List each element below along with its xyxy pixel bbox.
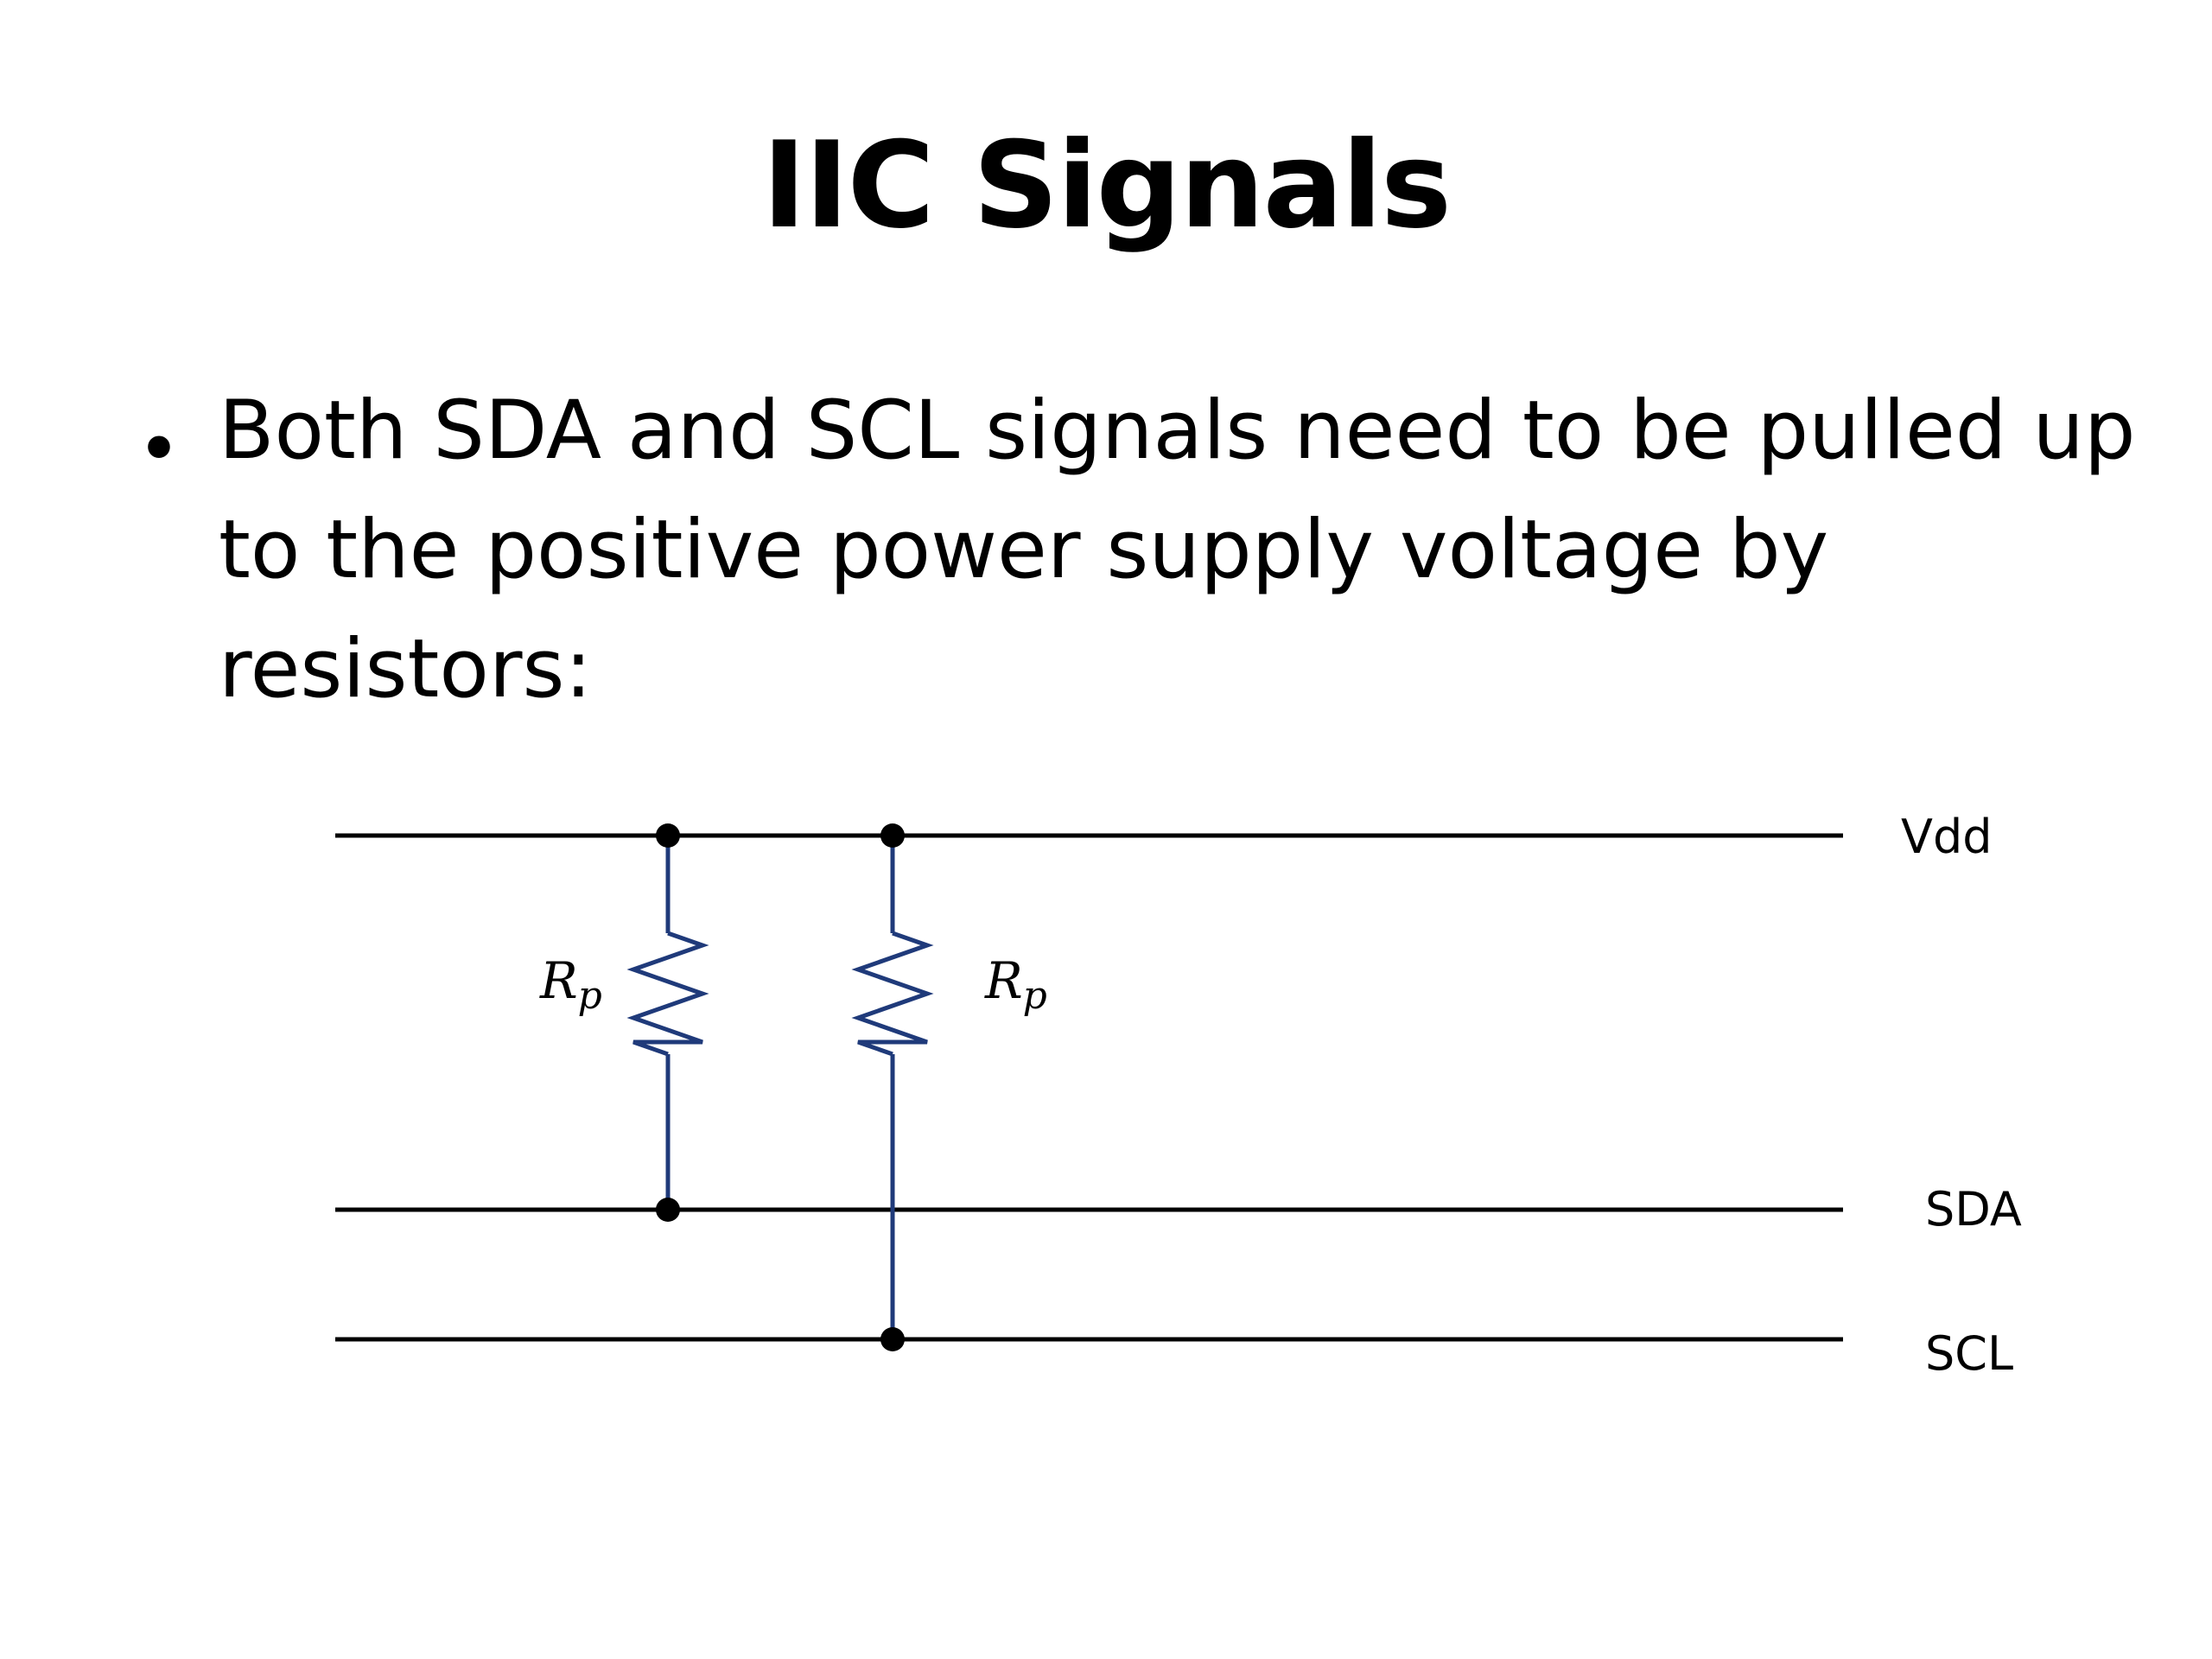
node-scl-r2	[880, 1327, 905, 1351]
vdd-label: Vdd	[1901, 810, 1993, 864]
resistor-scl-zigzag	[851, 931, 934, 1057]
resistor-scl-label-symbol: R	[984, 951, 1023, 1010]
node-vdd-r2	[880, 823, 905, 848]
resistor-sda-pullup	[626, 836, 709, 1210]
resistor-sda-label: Rp	[539, 951, 602, 1018]
node-vdd-r1	[656, 823, 680, 848]
resistor-sda-label-subscript: p	[578, 974, 602, 1018]
resistor-scl-pullup	[851, 836, 934, 1339]
bullet-text: Both SDA and SCL signals need to be pull…	[219, 384, 2136, 716]
resistor-sda-label-symbol: R	[539, 951, 578, 1010]
resistor-scl-label: Rp	[984, 951, 1047, 1018]
sda-label: SDA	[1925, 1182, 2022, 1236]
bullet-marker: •	[137, 404, 181, 493]
node-sda-r1	[656, 1198, 680, 1222]
resistor-sda-zigzag	[626, 931, 709, 1057]
slide-title: IIC Signals	[761, 116, 1452, 255]
scl-label: SCL	[1925, 1326, 2013, 1381]
resistor-scl-label-subscript: p	[1023, 974, 1047, 1018]
